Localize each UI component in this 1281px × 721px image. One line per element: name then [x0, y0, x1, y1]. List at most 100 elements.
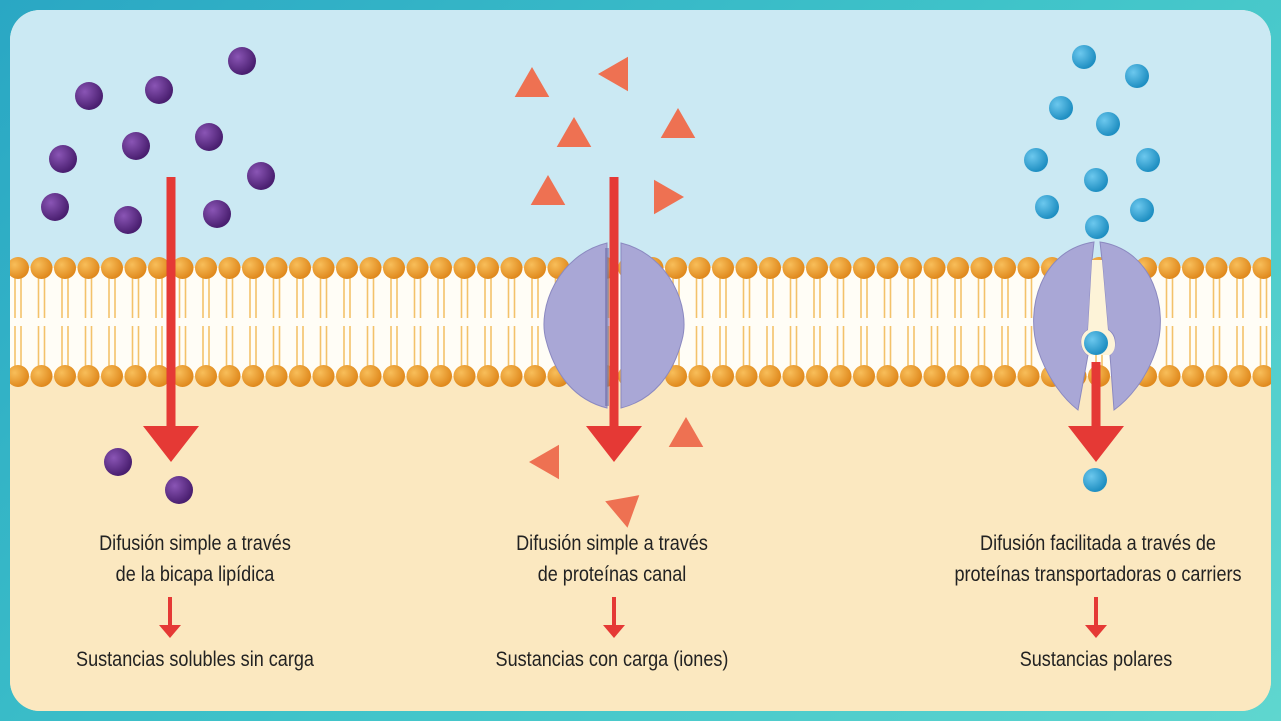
caption-line: Difusión simple a través [449, 528, 776, 559]
polar-molecule [1085, 215, 1109, 239]
phospholipid-head [454, 365, 476, 387]
caption-line: de la bicapa lipídica [32, 559, 359, 590]
phospholipid-head [1159, 365, 1181, 387]
phospholipid-head [313, 257, 335, 279]
small-arrow-2-shaft [612, 597, 616, 625]
phospholipid-head [877, 365, 899, 387]
caption-panel-3: Difusión facilitada a través de proteína… [926, 528, 1270, 590]
diffusion-arrow-carrier-shaft [1092, 362, 1101, 426]
phospholipid-head [101, 257, 123, 279]
caption-line: Difusión simple a través [32, 528, 359, 559]
uncharged-molecule [228, 47, 256, 75]
phospholipid-head [524, 365, 546, 387]
phospholipid-head [383, 257, 405, 279]
phospholipid-head [712, 365, 734, 387]
small-arrow-3-shaft [1094, 597, 1098, 625]
phospholipid-head [219, 365, 241, 387]
uncharged-molecule [122, 132, 150, 160]
phospholipid-head [524, 257, 546, 279]
polar-molecule [1084, 168, 1108, 192]
phospholipid-head [266, 257, 288, 279]
phospholipid-head [289, 365, 311, 387]
phospholipid-head [242, 365, 264, 387]
phospholipid-head [1182, 365, 1204, 387]
caption-panel-2: Difusión simple a través de proteínas ca… [449, 528, 776, 590]
phospholipid-head [219, 257, 241, 279]
phospholipid-head [289, 257, 311, 279]
uncharged-molecule [195, 123, 223, 151]
phospholipid-head [1182, 257, 1204, 279]
diffusion-arrow-channel-shaft [610, 177, 619, 426]
phospholipid-head [78, 257, 100, 279]
phospholipid-head [947, 257, 969, 279]
phospholipid-head [712, 257, 734, 279]
uncharged-molecule [104, 448, 132, 476]
phospholipid-head [360, 257, 382, 279]
phospholipid-head [430, 365, 452, 387]
phospholipid-head [1206, 257, 1228, 279]
polar-molecule [1096, 112, 1120, 136]
phospholipid-head [994, 365, 1016, 387]
phospholipid-head [407, 257, 429, 279]
phospholipid-head [806, 365, 828, 387]
phospholipid-head [689, 365, 711, 387]
phospholipid-head [360, 365, 382, 387]
caption-line: proteínas transportadoras o carriers [926, 559, 1270, 590]
caption-line: Difusión facilitada a través de [926, 528, 1270, 559]
diffusion-arrow-lipid-shaft [167, 177, 176, 426]
phospholipid-head [877, 257, 899, 279]
polar-molecule [1136, 148, 1160, 172]
phospholipid-head [689, 257, 711, 279]
uncharged-molecule [75, 82, 103, 110]
phospholipid-head [853, 257, 875, 279]
phospholipid-head [195, 365, 217, 387]
phospholipid-head [994, 257, 1016, 279]
phospholipid-head [1159, 257, 1181, 279]
phospholipid-head [759, 365, 781, 387]
phospholipid-head [54, 365, 76, 387]
caption-panel-1: Difusión simple a través de la bicapa li… [32, 528, 359, 590]
phospholipid-head [1206, 365, 1228, 387]
phospholipid-head [1229, 257, 1251, 279]
phospholipid-head [1018, 365, 1040, 387]
polar-molecule [1072, 45, 1096, 69]
phospholipid-head [78, 365, 100, 387]
phospholipid-head [501, 365, 523, 387]
phospholipid-head [924, 365, 946, 387]
caption-line: de proteínas canal [449, 559, 776, 590]
polar-molecule [1125, 64, 1149, 88]
uncharged-molecule [114, 206, 142, 234]
uncharged-molecule [49, 145, 77, 173]
phospholipid-head [242, 257, 264, 279]
phospholipid-head [195, 257, 217, 279]
uncharged-molecule [165, 476, 193, 504]
polar-molecule [1084, 331, 1108, 355]
polar-molecule [1083, 468, 1107, 492]
phospholipid-head [736, 257, 758, 279]
phospholipid-head [266, 365, 288, 387]
uncharged-molecule [41, 193, 69, 221]
phospholipid-head [430, 257, 452, 279]
phospholipid-head [125, 365, 147, 387]
polar-molecule [1035, 195, 1059, 219]
result-panel-3: Sustancias polares [915, 648, 1271, 672]
phospholipid-head [477, 365, 499, 387]
phospholipid-head [101, 365, 123, 387]
phospholipid-head [477, 257, 499, 279]
polar-molecule [1024, 148, 1048, 172]
phospholipid-head [383, 365, 405, 387]
polar-molecule [1049, 96, 1073, 120]
phospholipid-head [336, 257, 358, 279]
phospholipid-head [853, 365, 875, 387]
phospholipid-head [54, 257, 76, 279]
uncharged-molecule [145, 76, 173, 104]
phospholipid-head [783, 257, 805, 279]
phospholipid-head [31, 365, 53, 387]
phospholipid-head [1018, 257, 1040, 279]
phospholipid-head [783, 365, 805, 387]
phospholipid-head [336, 365, 358, 387]
result-panel-2: Sustancias con carga (iones) [431, 648, 792, 672]
phospholipid-head [31, 257, 53, 279]
phospholipid-head [454, 257, 476, 279]
phospholipid-head [806, 257, 828, 279]
